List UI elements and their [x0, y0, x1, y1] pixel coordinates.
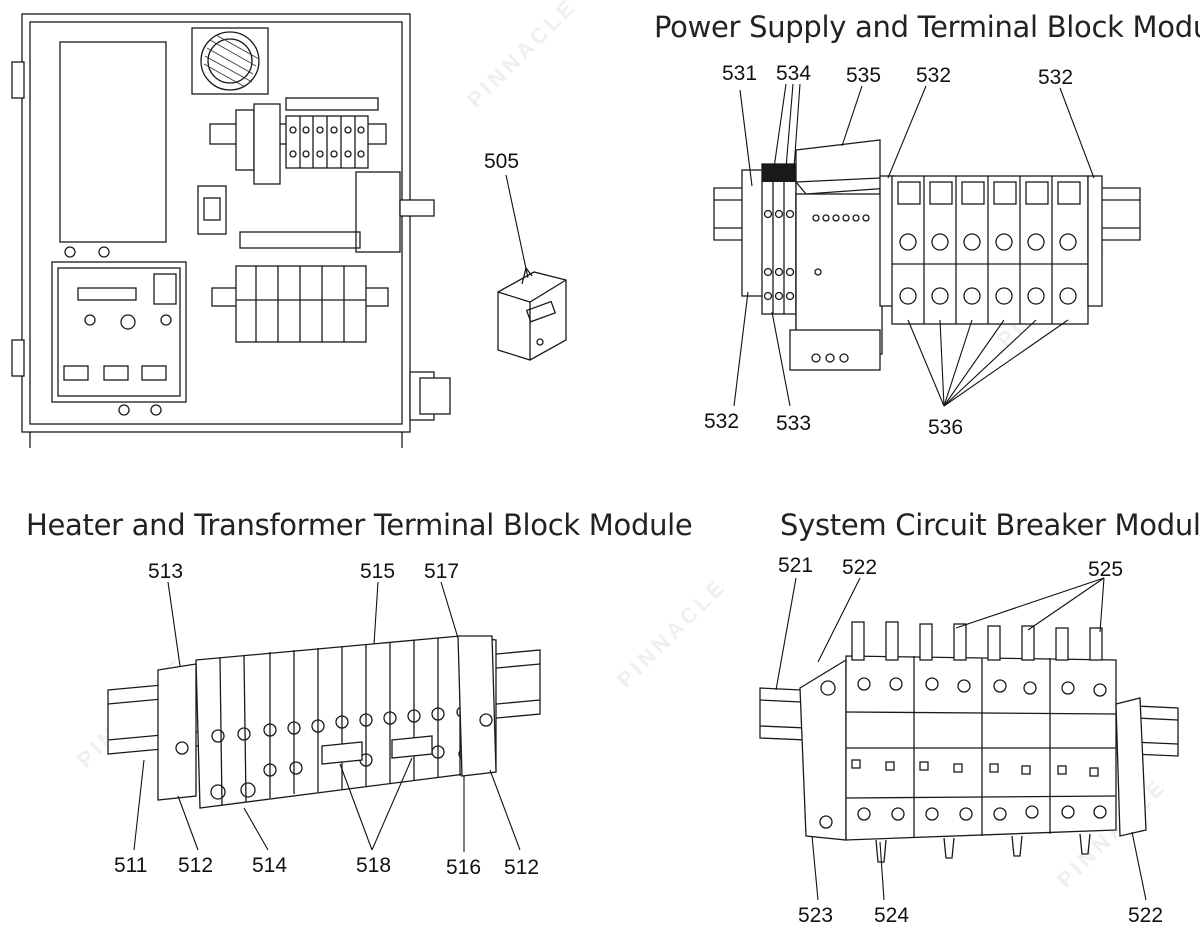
power-supply-leaders — [733, 83, 1095, 407]
callout-512-right: 512 — [504, 856, 540, 879]
power-supply-module-drawing — [713, 139, 1141, 371]
callout-522-top: 522 — [842, 556, 878, 579]
callout-535: 535 — [846, 64, 882, 87]
callout-532-bottom: 532 — [704, 410, 740, 433]
heater-transformer-module-drawing — [107, 635, 541, 809]
title-circuit-breaker-module: System Circuit Breaker Module — [780, 508, 1200, 542]
title-heater-transformer-module: Heater and Transformer Terminal Block Mo… — [26, 508, 693, 542]
callout-524: 524 — [874, 904, 910, 927]
callout-516: 516 — [446, 856, 482, 879]
callout-514: 514 — [252, 854, 288, 877]
callout-521: 521 — [778, 554, 814, 577]
enclosure-panel-drawing — [11, 13, 451, 448]
callout-534: 534 — [776, 62, 812, 85]
callout-533: 533 — [776, 412, 812, 435]
circuit-breaker-module-drawing — [759, 621, 1179, 863]
callout-532-right: 532 — [1038, 66, 1074, 89]
circuit-breaker-leaders — [775, 577, 1147, 901]
callout-518: 518 — [356, 854, 392, 877]
callout-523: 523 — [798, 904, 834, 927]
callout-531: 531 — [722, 62, 758, 85]
callout-532-top: 532 — [916, 64, 952, 87]
callout-511: 511 — [114, 854, 148, 877]
callout-505: 505 — [484, 150, 520, 173]
leader-505 — [505, 174, 529, 279]
title-power-supply-module: Power Supply and Terminal Block Module — [654, 10, 1200, 44]
callout-522-bottom: 522 — [1128, 904, 1164, 927]
callout-517: 517 — [424, 560, 460, 583]
callout-512-left: 512 — [178, 854, 214, 877]
callout-525: 525 — [1088, 558, 1124, 581]
callout-513: 513 — [148, 560, 184, 583]
callout-515: 515 — [360, 560, 396, 583]
callout-536: 536 — [928, 416, 964, 439]
transformer-505-drawing — [497, 266, 567, 361]
heater-transformer-leaders — [133, 581, 521, 852]
